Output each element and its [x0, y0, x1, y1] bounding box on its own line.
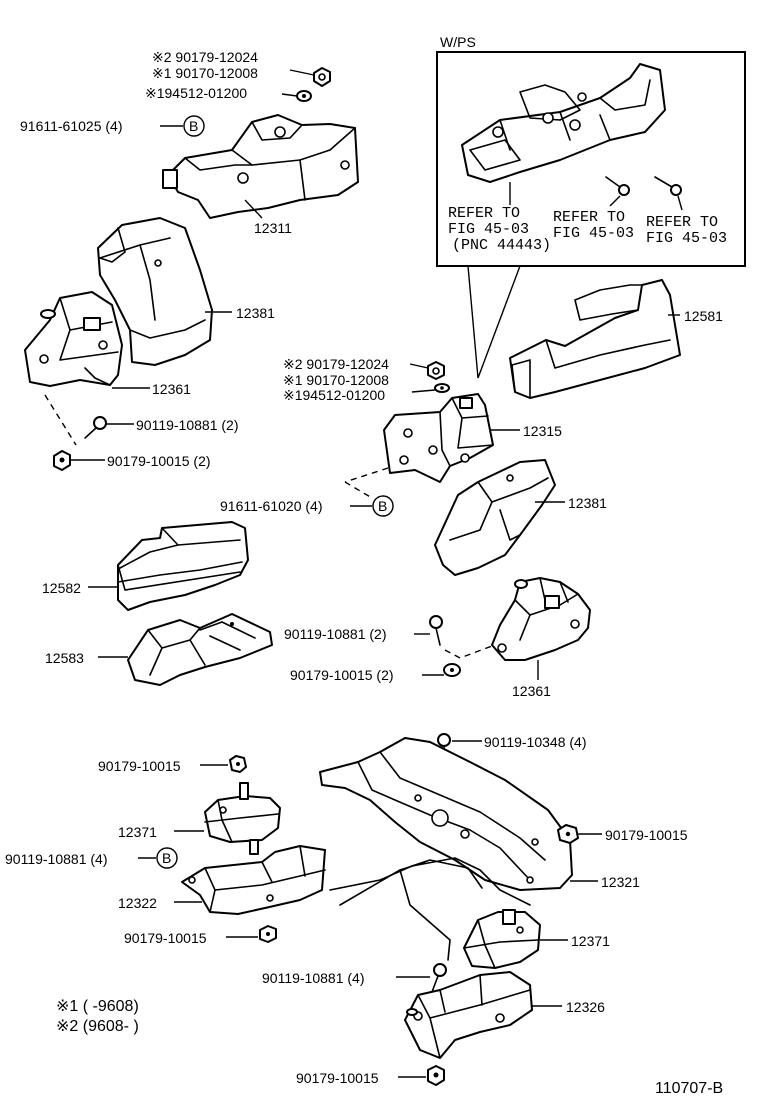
refer-a-line3: (PNC 44443): [452, 237, 551, 254]
refer-b-line1: REFER TO: [553, 209, 625, 226]
label-nut-10015-left: 90179-10015 (2): [107, 453, 211, 469]
marker-b-top-label: B: [189, 118, 198, 134]
part-12381-left-cover: [97, 217, 213, 366]
label-nut-10015-a: 90179-10015: [98, 758, 181, 774]
label-p12381-left: 12381: [236, 305, 275, 321]
refer-b-line2: FIG 45-03: [553, 225, 634, 242]
label-p12371-left: 12371: [118, 824, 157, 840]
label-p12381-right: 12381: [568, 495, 607, 511]
mid-nut-icon: [427, 361, 445, 380]
top-nut-icon: [313, 67, 331, 87]
label-top-washer: ※194512-01200: [145, 85, 247, 101]
label-nut-10015-mid: 90179-10015 (2): [290, 667, 394, 683]
part-12583-cover: [127, 613, 273, 686]
bolt-10881-mid-icon: [429, 615, 443, 646]
inset-pointer: [467, 265, 521, 379]
label-nut-10015-b: 90179-10015: [605, 827, 688, 843]
nut-10015-left-icon: [53, 450, 71, 471]
label-bolt-10881-low: 90119-10881 (4): [262, 970, 364, 986]
label-p12322: 12322: [118, 895, 157, 911]
part-12371-left-insulator: [204, 782, 281, 855]
label-mid-nut: ※2 90179-12024: [283, 356, 389, 372]
label-top-bolt-b: 91611-61025 (4): [20, 118, 122, 134]
part-12311-bracket: [162, 114, 359, 219]
note-1: ※1 ( -9608): [56, 998, 139, 1015]
part-12582-cover: [117, 521, 249, 611]
label-p12361-left: 12361: [152, 381, 191, 397]
part-12321-crossmember: [319, 737, 573, 961]
dash-mid-bolt: [344, 467, 389, 499]
wps-title: W/PS: [440, 34, 476, 50]
part-12322-bracket: [181, 845, 326, 915]
label-bolt-10881-mid: 90119-10881 (2): [284, 626, 386, 642]
label-p12326: 12326: [566, 999, 605, 1015]
label-p12361-right: 12361: [512, 683, 551, 699]
inset-bolt-1: [605, 176, 630, 196]
bolt-10881-low-icon: [431, 963, 447, 993]
label-p12583: 12583: [45, 650, 84, 666]
dash-left-mount: [44, 394, 77, 446]
part-12315-bracket: [383, 393, 494, 483]
label-nut-10015-d: 90179-10015: [296, 1070, 379, 1086]
label-p12315: 12315: [523, 423, 562, 439]
nut-10015-c-icon: [259, 925, 277, 943]
part-12381-right-cover: [434, 459, 556, 576]
power-steering-bracket: [461, 63, 666, 183]
label-mid-washer: ※194512-01200: [283, 387, 385, 403]
label-p12581: 12581: [684, 308, 723, 324]
marker-b-top: B: [183, 115, 205, 137]
label-mid-bolt-b: 91611-61020 (4): [220, 498, 322, 514]
label-p12371-right: 12371: [571, 933, 610, 949]
figure-id: 110707-B: [655, 1080, 723, 1097]
nut-10015-a-icon: [229, 755, 247, 773]
marker-b-mid: B: [372, 495, 394, 517]
marker-b-low: B: [156, 847, 178, 869]
part-12581-cover: [509, 279, 681, 399]
part-12326-bracket: [404, 971, 533, 1059]
part-12371-right-insulator: [463, 909, 541, 969]
wps-inset: W/PS REFER TO FIG 45-03 (PNC 44443) RE: [436, 34, 746, 267]
label-mid-nut-alt: ※1 90170-12008: [283, 372, 389, 388]
label-p12582: 12582: [42, 580, 81, 596]
refer-c-line1: REFER TO: [646, 214, 718, 231]
mid-washer-icon: [434, 383, 450, 393]
refer-a-line1: REFER TO: [448, 205, 520, 222]
refer-a-line2: FIG 45-03: [448, 221, 529, 238]
label-nut-10015-c: 90179-10015: [124, 930, 207, 946]
nut-10015-d-icon: [427, 1065, 445, 1086]
dash-mid-mount: [444, 645, 493, 659]
part-12361-right-mount: [491, 577, 591, 661]
label-bolt-10348: 90119-10348 (4): [484, 734, 586, 750]
label-bolt-10881-b: 90119-10881 (4): [5, 851, 107, 867]
marker-b-low-label: B: [162, 850, 171, 866]
part-12361-left-mount: [24, 291, 123, 387]
marker-b-mid-label: B: [378, 498, 387, 514]
label-top-nut-alt: ※1 90170-12008: [152, 65, 258, 81]
bolt-10881-left-icon: [84, 416, 107, 439]
label-top-nut: ※2 90179-12024: [152, 49, 258, 65]
note-2: ※2 (9608- ): [56, 1018, 139, 1035]
label-p12311: 12311: [254, 220, 292, 236]
nut-10015-b-icon: [557, 824, 579, 844]
label-p12321: 12321: [601, 874, 640, 890]
refer-c-line2: FIG 45-03: [646, 230, 727, 247]
nut-10015-mid-icon: [443, 663, 461, 677]
label-bolt-10881-left: 90119-10881 (2): [136, 417, 238, 433]
inset-bolt-2: [654, 176, 682, 196]
top-washer-icon: [296, 90, 312, 102]
